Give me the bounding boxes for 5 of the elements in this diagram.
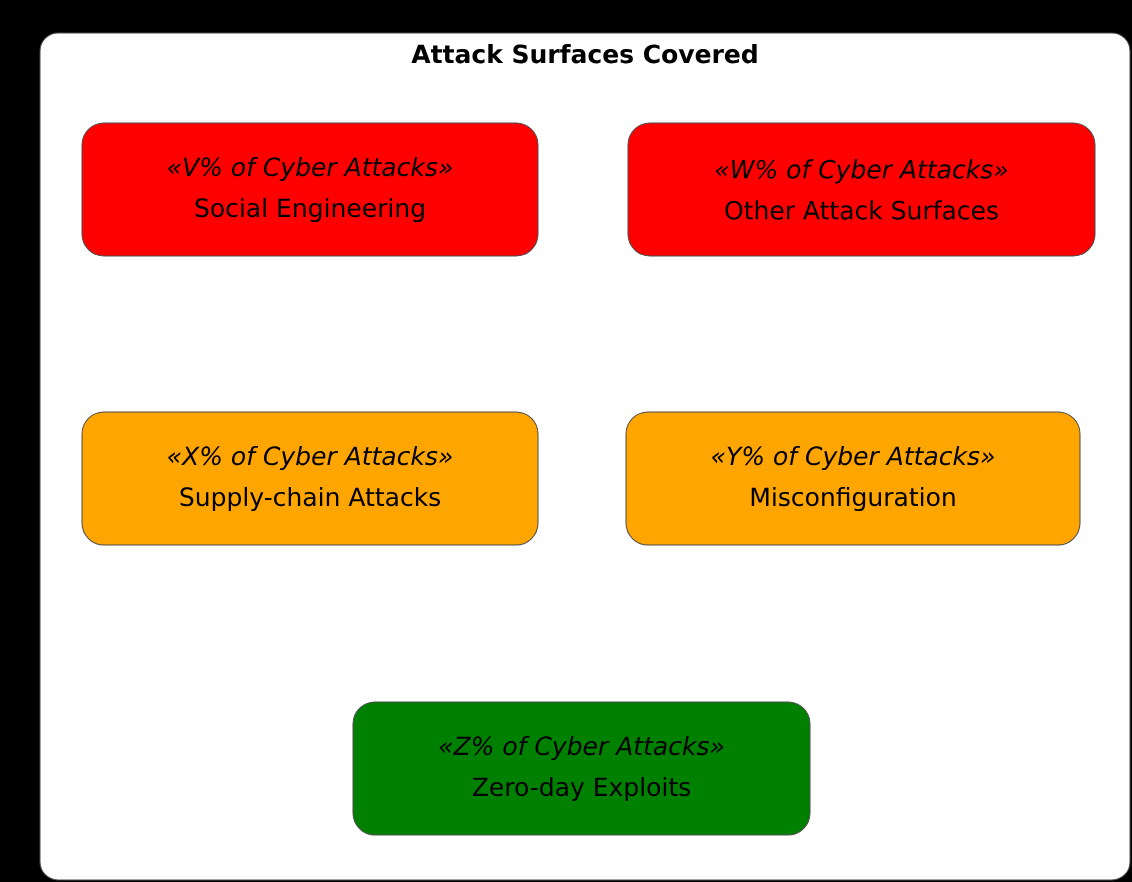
category-box: «Z% of Cyber Attacks» Zero-day Exploits: [352, 701, 811, 836]
category-box: «W% of Cyber Attacks» Other Attack Surfaces: [627, 122, 1096, 257]
category-box: «X% of Cyber Attacks» Supply-chain Attacks: [81, 411, 539, 546]
category-box: «V% of Cyber Attacks» Social Engineering: [81, 122, 539, 257]
category-box: «Y% of Cyber Attacks» Misconfiguration: [625, 411, 1081, 546]
